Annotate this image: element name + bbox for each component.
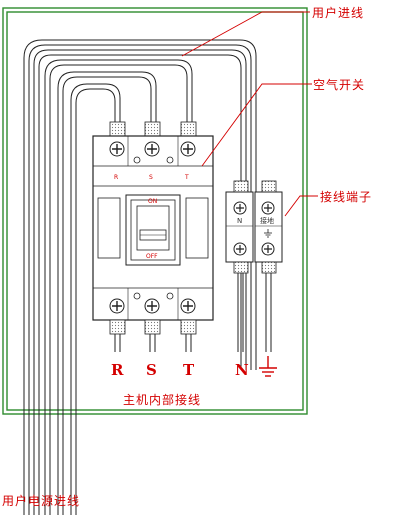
terminal-block-neutral: N xyxy=(225,191,254,263)
label-internal-wiring: 主机内部接线 xyxy=(123,392,201,407)
output-label-t: T xyxy=(183,361,195,379)
terminal-block-ground: 接地 xyxy=(254,191,283,263)
breaker-on-label: ON xyxy=(148,198,157,205)
breaker-label-t: T xyxy=(184,174,189,181)
breaker-toggle-handle: ON OFF xyxy=(125,194,181,266)
terminal-ground-label: 接地 xyxy=(260,216,274,225)
breaker-top-screw-s xyxy=(144,141,160,157)
output-label-s: S xyxy=(146,361,157,379)
label-user-incoming-line: 用户进线 xyxy=(312,5,364,20)
breaker-label-s: S xyxy=(149,174,153,181)
label-terminal-block: 接线端子 xyxy=(320,189,372,204)
label-user-power-incoming: 用户电源进线 xyxy=(2,493,80,508)
terminal-output-wires xyxy=(237,273,272,352)
breaker-top-screw-t xyxy=(180,141,196,157)
breaker-bottom-screw-s xyxy=(144,298,160,314)
terminal-neutral-label: N xyxy=(237,217,242,225)
breaker-bottom-screw-t xyxy=(180,298,196,314)
breaker-off-label: OFF xyxy=(146,253,158,260)
incoming-cables xyxy=(23,39,257,515)
output-label-r: R xyxy=(111,361,124,379)
breaker-bottom-screw-r xyxy=(109,298,125,314)
label-air-switch: 空气开关 xyxy=(313,77,365,92)
callout-leaders xyxy=(181,11,318,217)
air-switch-breaker: R S T ON OFF xyxy=(92,121,214,335)
terminal-blocks: N 接地 xyxy=(225,180,283,274)
breaker-label-r: R xyxy=(114,174,118,181)
breaker-output-wires xyxy=(114,334,192,352)
output-label-n: N xyxy=(235,361,249,379)
breaker-top-screw-r xyxy=(109,141,125,157)
output-ground-icon xyxy=(259,356,277,377)
enclosure-frame xyxy=(2,7,308,415)
terminal-ground-icon xyxy=(264,229,272,238)
